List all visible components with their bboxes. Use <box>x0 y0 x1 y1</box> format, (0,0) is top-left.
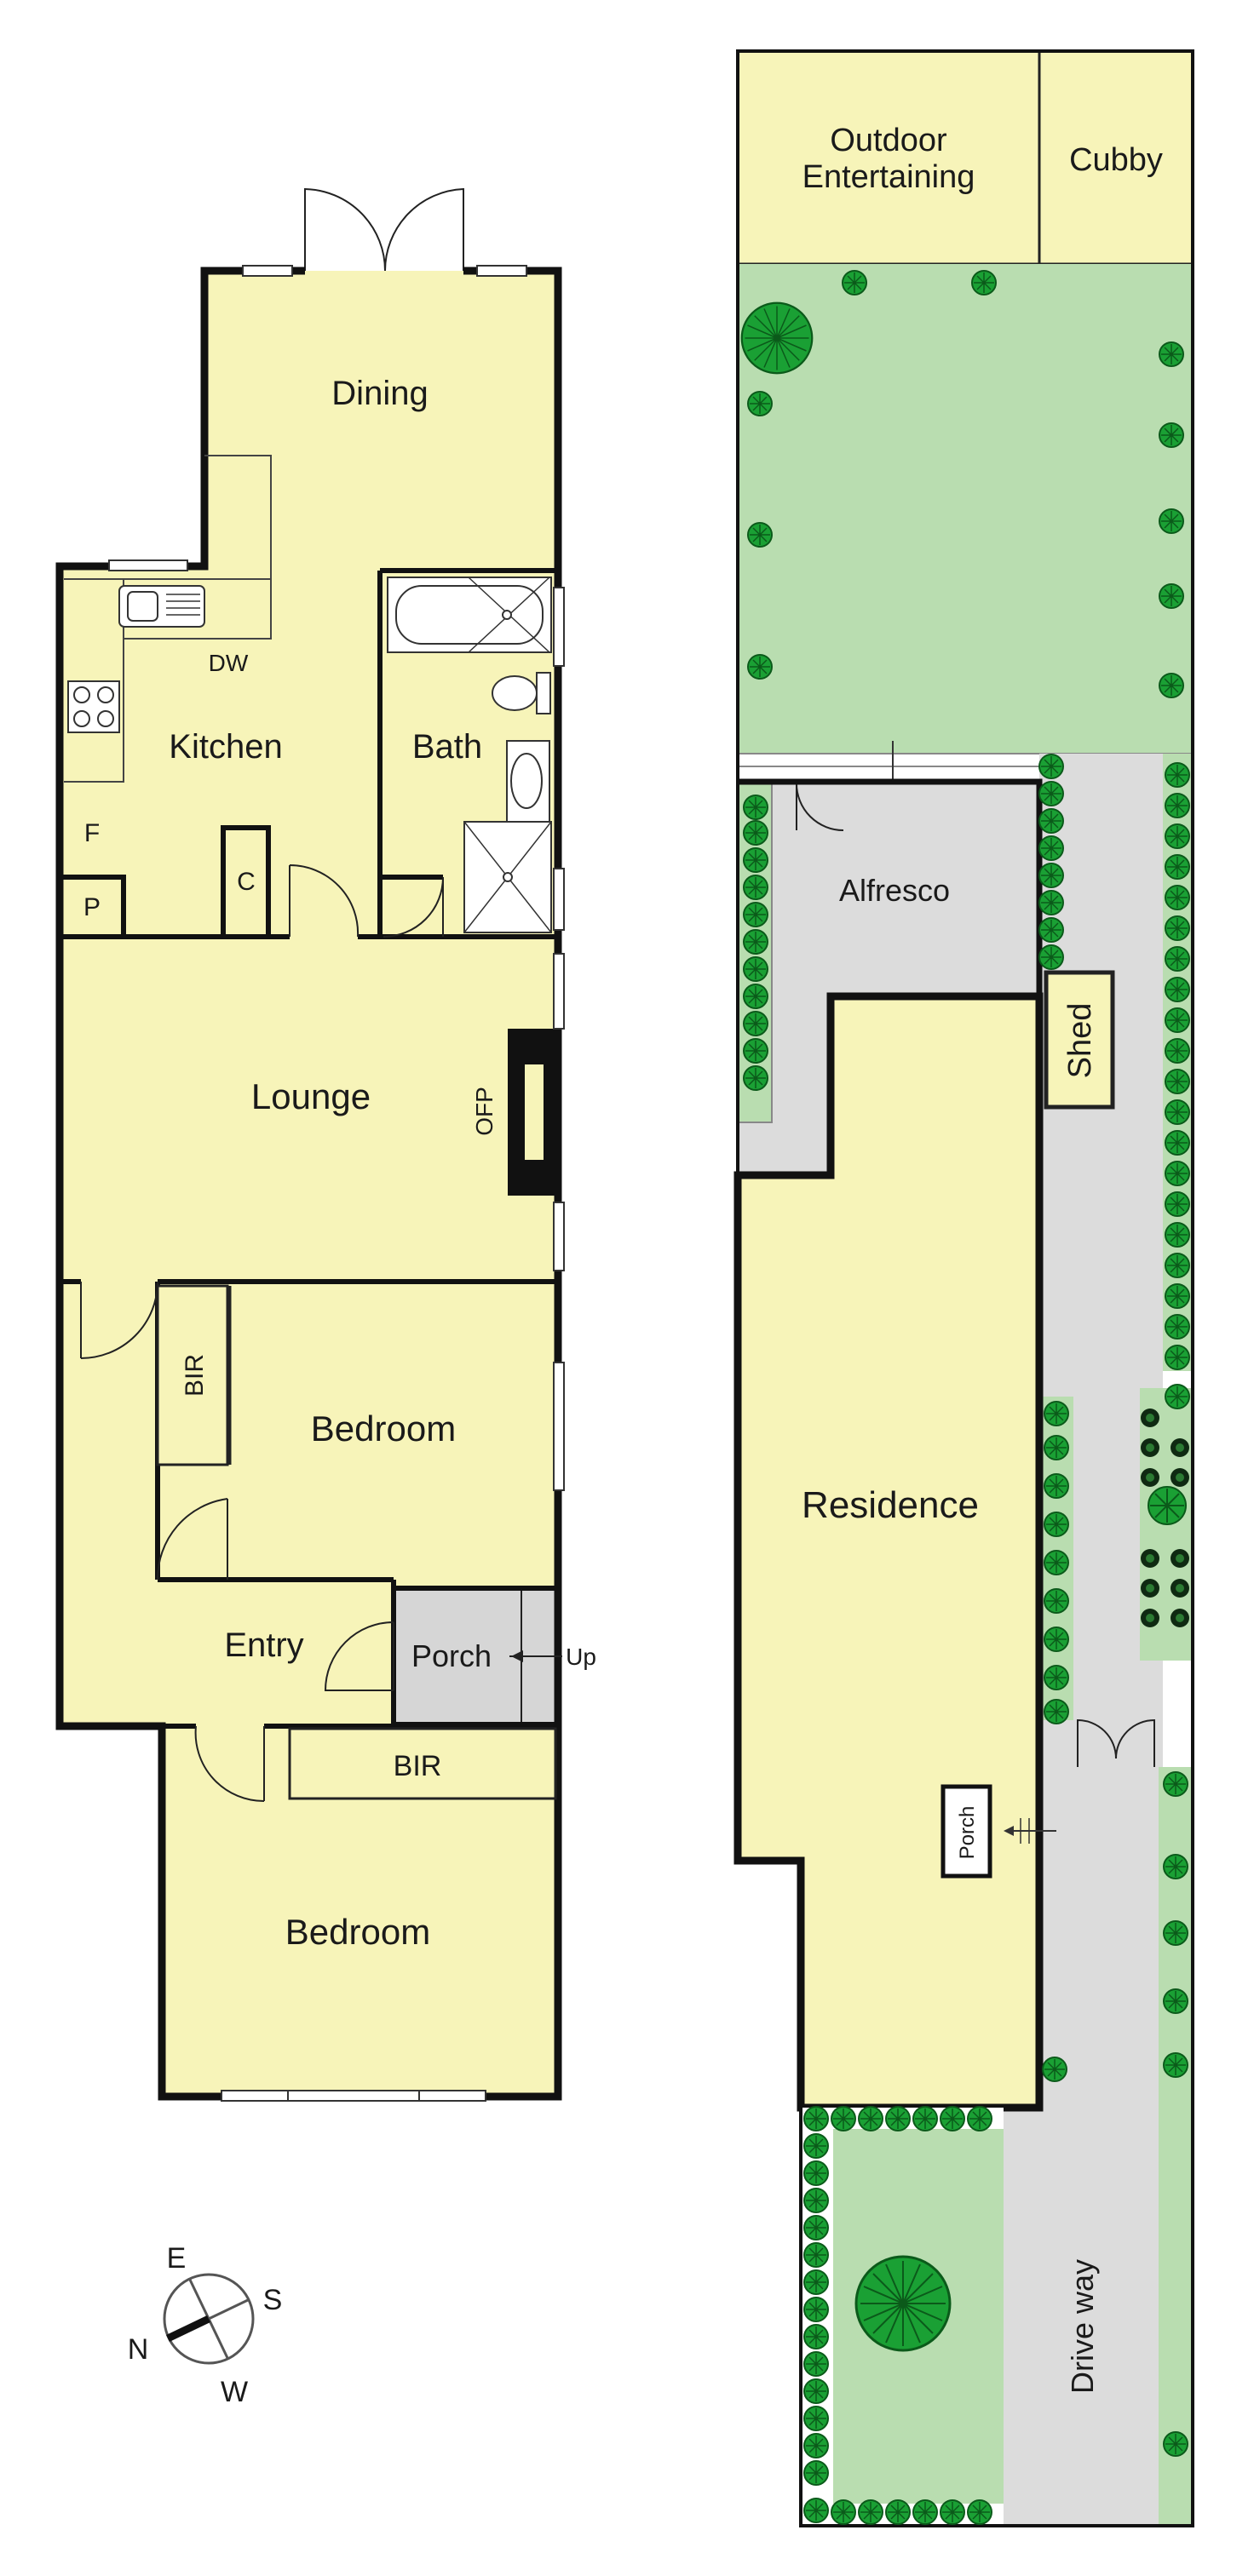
label-up: Up <box>566 1644 596 1670</box>
compass-s: S <box>263 2284 283 2316</box>
toilet-icon <box>492 672 551 714</box>
windows <box>108 265 565 2102</box>
label-residence: Residence <box>802 1484 979 1526</box>
label-dw: DW <box>209 650 249 676</box>
compass-n: N <box>128 2333 149 2366</box>
external-walls <box>55 267 562 2101</box>
label-cupboard: C <box>237 868 256 896</box>
kitchen-side-bench <box>64 578 124 783</box>
lot-boundary <box>736 49 1194 2527</box>
shed-area <box>1044 970 1115 1110</box>
label-cubby: Cubby <box>1069 142 1163 178</box>
compass-w: W <box>221 2376 248 2408</box>
label-outdoor-entertaining-2: Entertaining <box>802 159 975 195</box>
room-label-bedroom-front: Bedroom <box>285 1912 430 1952</box>
door-swings <box>80 863 444 1803</box>
back-lawn <box>738 264 1193 754</box>
label-alfresco: Alfresco <box>839 873 950 908</box>
room-label-kitchen: Kitchen <box>169 728 282 766</box>
sink-icon <box>118 585 205 628</box>
room-label-entry: Entry <box>224 1626 303 1664</box>
side-gate <box>1077 1718 1155 1767</box>
label-bir-front: BIR <box>394 1750 442 1782</box>
small-porch-area <box>940 1784 992 1879</box>
bir-front-box <box>288 1727 557 1800</box>
room-label-porch: Porch <box>411 1638 492 1673</box>
bir-middle-box <box>156 1284 229 1466</box>
label-ofp: OFP <box>471 1087 498 1136</box>
label-bir-middle: BIR <box>181 1354 209 1397</box>
floor-plan: Dining Kitchen Bath DW F P C Lounge OFP … <box>55 187 596 2102</box>
shower-icon <box>463 821 552 933</box>
side-path-paving <box>1004 754 1163 2526</box>
alfresco-hedge <box>743 795 768 1091</box>
label-driveway: Drive way <box>1065 2259 1100 2394</box>
room-label-bedroom-middle: Bedroom <box>311 1408 456 1449</box>
label-outdoor-entertaining-1: Outdoor <box>830 123 947 158</box>
room-label-dining: Dining <box>331 375 428 412</box>
compass-e: E <box>167 2242 187 2275</box>
label-pantry: P <box>83 893 101 921</box>
compass-icon: N E S W <box>128 2242 283 2408</box>
floor-plan-fill <box>60 271 558 2097</box>
room-label-bath: Bath <box>412 728 482 766</box>
alfresco-area <box>738 782 1039 1175</box>
label-shed: Shed <box>1062 1003 1098 1079</box>
vanity-basin-icon <box>506 740 550 823</box>
label-porch-site: Porch <box>956 1806 979 1860</box>
rear-french-doors <box>304 187 464 272</box>
site-plan: Outdoor Entertaining Cubby Alfresco Shed… <box>733 49 1194 2527</box>
room-label-lounge: Lounge <box>251 1076 371 1116</box>
bathtub-icon <box>387 577 552 653</box>
cooktop-icon <box>67 680 120 733</box>
label-fridge: F <box>84 819 100 847</box>
